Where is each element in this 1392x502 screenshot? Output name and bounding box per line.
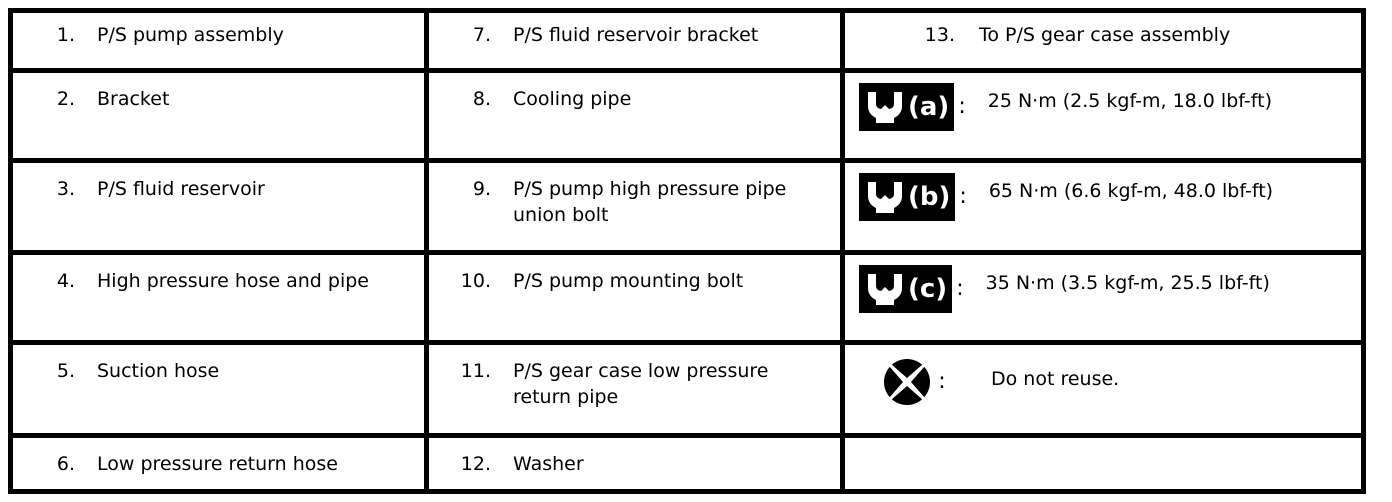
row-divider-4b [429, 340, 840, 345]
wrench-icon [868, 182, 902, 213]
item-label: Cooling pipe [513, 88, 632, 110]
item-number: 1. [56, 24, 75, 46]
row-divider-1c [845, 68, 1361, 73]
column-divider-2 [840, 13, 845, 489]
note-do-not-reuse: : Do not reuse. [845, 353, 1361, 407]
item-label: Washer [513, 453, 584, 475]
separator-colon: : [956, 276, 964, 301]
table-cell-torque-c: (c) : 35 N·m (3.5 kgf-m, 25.5 lbf-ft) [845, 255, 1361, 340]
wrench-icon [868, 274, 902, 305]
wrench-badge-a: (a) : [859, 82, 966, 131]
item-number: 13. [924, 24, 955, 46]
row-divider-5 [13, 433, 424, 438]
do-not-reuse-icon [884, 359, 931, 405]
badge-letter: (b) [908, 182, 951, 212]
row-divider-2b [429, 158, 840, 163]
wrench-icon [868, 92, 902, 123]
table-cell-item-9: 9. P/S pump high pressure pipe union bol… [429, 163, 840, 250]
item-label: P/S fluid reservoir bracket [513, 24, 759, 46]
wrench-badge-c: (c) : [859, 264, 964, 313]
item-number: 8. [472, 88, 491, 110]
row-divider-3b [429, 250, 840, 255]
torque-spec-a: (a) : 25 N·m (2.5 kgf-m, 18.0 lbf-ft) [845, 82, 1361, 131]
wrench-icon-badge: (c) [859, 265, 953, 313]
item-number: 11. [460, 360, 491, 382]
item-number: 4. [56, 270, 75, 292]
item-label: High pressure hose and pipe [97, 270, 369, 292]
torque-spec-c: (c) : 35 N·m (3.5 kgf-m, 25.5 lbf-ft) [845, 264, 1361, 313]
row-divider-2c [845, 158, 1361, 163]
table-cell-item-6: 6. Low pressure return hose [13, 438, 424, 489]
table-cell-item-2: 2. Bracket [13, 73, 424, 158]
item-label: Suction hose [97, 360, 220, 382]
item-number: 10. [460, 270, 491, 292]
note-text: Do not reuse. [991, 368, 1120, 390]
item-label: Low pressure return hose [97, 453, 338, 475]
item-number: 5. [56, 360, 75, 382]
column-divider-1 [424, 13, 429, 489]
item-label: P/S fluid reservoir [97, 178, 265, 200]
table-cell-item-12: 12. Washer [429, 438, 840, 489]
row-divider-1 [13, 68, 424, 73]
row-divider-4c [845, 340, 1361, 345]
torque-spec-b: (b) : 65 N·m (6.6 kgf-m, 48.0 lbf-ft) [845, 172, 1361, 221]
table-cell-item-3: 3. P/S fluid reservoir [13, 163, 424, 250]
table-cell-torque-a: (a) : 25 N·m (2.5 kgf-m, 18.0 lbf-ft) [845, 73, 1361, 158]
table-cell-item-10: 10. P/S pump mounting bolt [429, 255, 840, 340]
badge-letter: (c) [908, 274, 948, 304]
item-number: 6. [56, 453, 75, 475]
row-divider-3c [845, 250, 1361, 255]
wrench-badge-b: (b) : [859, 172, 967, 221]
separator-colon: : [959, 184, 967, 209]
table-cell-item-4: 4. High pressure hose and pipe [13, 255, 424, 340]
item-label: P/S pump assembly [97, 24, 284, 46]
row-divider-5b [429, 433, 840, 438]
parts-legend-table: 1. P/S pump assembly 7. P/S fluid reserv… [8, 8, 1366, 494]
item-label: P/S pump mounting bolt [513, 270, 744, 292]
badge-letter: (a) [908, 92, 950, 122]
table-cell-item-8: 8. Cooling pipe [429, 73, 840, 158]
item-number: 2. [56, 88, 75, 110]
table-cell-empty [845, 438, 1361, 489]
row-divider-2 [13, 158, 424, 163]
table-cell-torque-b: (b) : 65 N·m (6.6 kgf-m, 48.0 lbf-ft) [845, 163, 1361, 250]
row-divider-3 [13, 250, 424, 255]
table-cell-item-11: 11. P/S gear case low pressure return pi… [429, 345, 840, 433]
item-number: 9. [472, 178, 491, 200]
item-number: 12. [460, 453, 491, 475]
table-cell-item-1: 1. P/S pump assembly [13, 13, 424, 68]
torque-value: 25 N·m (2.5 kgf-m, 18.0 lbf-ft) [987, 90, 1272, 112]
do-not-reuse-icon-wrap: : [859, 357, 969, 407]
item-number: 3. [56, 178, 75, 200]
item-label: Bracket [97, 88, 170, 110]
torque-value: 65 N·m (6.6 kgf-m, 48.0 lbf-ft) [988, 180, 1274, 202]
item-label: To P/S gear case assembly [979, 24, 1231, 46]
separator-colon: : [958, 94, 966, 119]
item-label: P/S pump high pressure pipe union bolt [513, 178, 787, 226]
row-divider-5c [845, 433, 1361, 438]
torque-value: 35 N·m (3.5 kgf-m, 25.5 lbf-ft) [985, 272, 1270, 294]
table-cell-item-5: 5. Suction hose [13, 345, 424, 433]
row-divider-4 [13, 340, 424, 345]
item-number: 7. [472, 24, 491, 46]
wrench-icon-badge: (b) [859, 173, 956, 221]
table-cell-do-not-reuse: : Do not reuse. [845, 345, 1361, 433]
separator-colon: : [938, 369, 946, 394]
wrench-icon-badge: (a) [859, 83, 955, 131]
row-divider-1b [429, 68, 840, 73]
item-label: P/S gear case low pressure return pipe [513, 360, 769, 408]
table-cell-item-7: 7. P/S fluid reservoir bracket [429, 13, 840, 68]
table-cell-item-13: 13. To P/S gear case assembly [845, 13, 1361, 68]
